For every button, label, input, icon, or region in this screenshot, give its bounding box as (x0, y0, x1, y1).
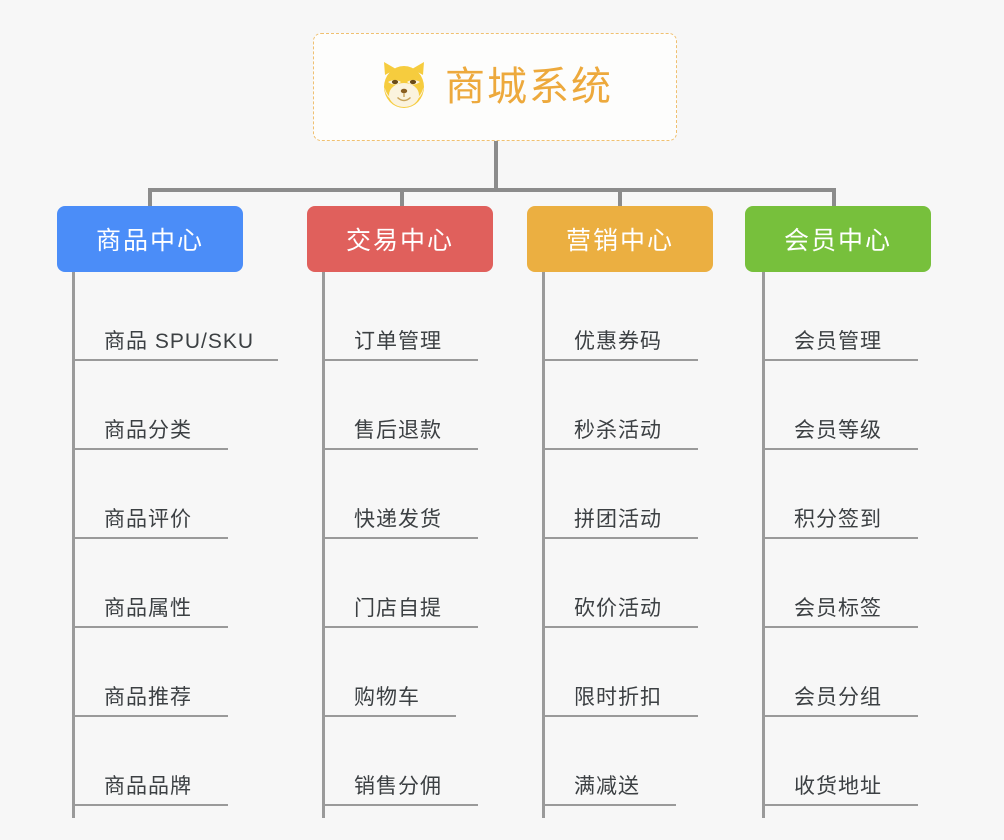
leaf-column-3: 优惠券码 秒杀活动 拼团活动 砍价活动 限时折扣 满减送 (542, 272, 762, 818)
leaf-item[interactable]: 砍价活动 (542, 539, 762, 628)
leaf-label: 会员分组 (794, 686, 882, 709)
category-box-1[interactable]: 商品中心 (57, 206, 243, 272)
leaf-underline (72, 626, 228, 628)
leaf-item[interactable]: 满减送 (542, 717, 762, 806)
leaf-item[interactable]: 商品分类 (72, 361, 292, 450)
leaf-item[interactable]: 售后退款 (322, 361, 542, 450)
leaf-item[interactable]: 商品品牌 (72, 717, 292, 806)
leaf-label: 会员管理 (794, 330, 882, 353)
connector-drop-3 (618, 190, 622, 216)
leaf-item[interactable]: 快递发货 (322, 450, 542, 539)
leaf-item[interactable]: 会员等级 (762, 361, 982, 450)
leaf-label: 限时折扣 (574, 686, 662, 709)
leaf-item[interactable]: 会员管理 (762, 272, 982, 361)
leaf-underline (542, 804, 676, 806)
leaf-underline (542, 359, 698, 361)
leaf-item[interactable]: 收货地址 (762, 717, 982, 806)
leaf-label: 订单管理 (354, 330, 442, 353)
leaf-item[interactable]: 订单管理 (322, 272, 542, 361)
leaf-label: 售后退款 (354, 419, 442, 442)
connector-root-stem (494, 141, 498, 191)
leaf-item[interactable]: 积分签到 (762, 450, 982, 539)
leaf-underline (542, 626, 698, 628)
connector-drop-1 (148, 190, 152, 216)
category-label-4: 会员中心 (783, 227, 892, 255)
category-box-4[interactable]: 会员中心 (745, 206, 931, 272)
leaf-item[interactable]: 会员标签 (762, 539, 982, 628)
leaf-underline (322, 537, 478, 539)
leaf-label: 商品属性 (104, 597, 192, 620)
shiba-dog-icon (377, 60, 431, 114)
leaf-underline (762, 804, 918, 806)
leaf-item[interactable]: 销售分佣 (322, 717, 542, 806)
connector-horizontal-bus (148, 188, 836, 192)
category-box-3[interactable]: 营销中心 (527, 206, 713, 272)
leaf-item[interactable]: 商品推荐 (72, 628, 292, 717)
leaf-item[interactable]: 限时折扣 (542, 628, 762, 717)
leaf-label: 满减送 (574, 775, 640, 798)
leaf-underline (72, 537, 228, 539)
leaf-label: 快递发货 (354, 508, 442, 531)
root-node-label: 商城系统 (445, 65, 613, 109)
leaf-underline (322, 804, 478, 806)
leaf-item[interactable]: 秒杀活动 (542, 361, 762, 450)
leaf-underline (322, 715, 456, 717)
leaf-label: 砍价活动 (574, 597, 662, 620)
leaf-underline (72, 359, 278, 361)
leaf-underline (542, 537, 698, 539)
leaf-underline (72, 448, 228, 450)
leaf-label: 销售分佣 (354, 775, 442, 798)
leaf-underline (762, 626, 918, 628)
leaf-underline (542, 448, 698, 450)
leaf-label: 商品 SPU/SKU (104, 330, 255, 353)
column-spine-2 (322, 272, 325, 818)
leaf-label: 会员等级 (794, 419, 882, 442)
column-spine-1 (72, 272, 75, 818)
leaf-underline (322, 626, 478, 628)
root-node[interactable]: 商城系统 (313, 33, 677, 141)
leaf-label: 拼团活动 (574, 508, 662, 531)
column-spine-4 (762, 272, 765, 818)
leaf-label: 积分签到 (794, 508, 882, 531)
connector-drop-2 (400, 190, 404, 216)
leaf-underline (762, 537, 918, 539)
leaf-item[interactable]: 商品属性 (72, 539, 292, 628)
leaf-underline (762, 359, 918, 361)
leaf-label: 优惠券码 (574, 330, 662, 353)
leaf-label: 购物车 (354, 686, 420, 709)
category-box-2[interactable]: 交易中心 (307, 206, 493, 272)
leaf-item[interactable]: 商品 SPU/SKU (72, 272, 292, 361)
leaf-item[interactable]: 会员分组 (762, 628, 982, 717)
leaf-item[interactable]: 商品评价 (72, 450, 292, 539)
leaf-label: 门店自提 (354, 597, 442, 620)
leaf-label: 收货地址 (794, 775, 882, 798)
leaf-item[interactable]: 拼团活动 (542, 450, 762, 539)
connector-drop-4 (832, 190, 836, 216)
leaf-underline (322, 359, 478, 361)
leaf-label: 商品品牌 (104, 775, 192, 798)
leaf-label: 商品评价 (104, 508, 192, 531)
category-label-2: 交易中心 (345, 227, 454, 255)
leaf-item[interactable]: 优惠券码 (542, 272, 762, 361)
leaf-column-1: 商品 SPU/SKU 商品分类 商品评价 商品属性 商品推荐 商品品牌 (72, 272, 292, 818)
leaf-underline (72, 715, 228, 717)
category-label-3: 营销中心 (565, 227, 674, 255)
category-label-1: 商品中心 (95, 227, 204, 255)
leaf-underline (72, 804, 228, 806)
column-spine-3 (542, 272, 545, 818)
leaf-label: 商品推荐 (104, 686, 192, 709)
leaf-label: 商品分类 (104, 419, 192, 442)
leaf-label: 秒杀活动 (574, 419, 662, 442)
leaf-underline (542, 715, 698, 717)
leaf-underline (322, 448, 478, 450)
leaf-label: 会员标签 (794, 597, 882, 620)
leaf-item[interactable]: 门店自提 (322, 539, 542, 628)
leaf-column-4: 会员管理 会员等级 积分签到 会员标签 会员分组 收货地址 (762, 272, 982, 818)
leaf-item[interactable]: 购物车 (322, 628, 542, 717)
leaf-column-2: 订单管理 售后退款 快递发货 门店自提 购物车 销售分佣 (322, 272, 542, 818)
leaf-underline (762, 715, 918, 717)
leaf-underline (762, 448, 918, 450)
